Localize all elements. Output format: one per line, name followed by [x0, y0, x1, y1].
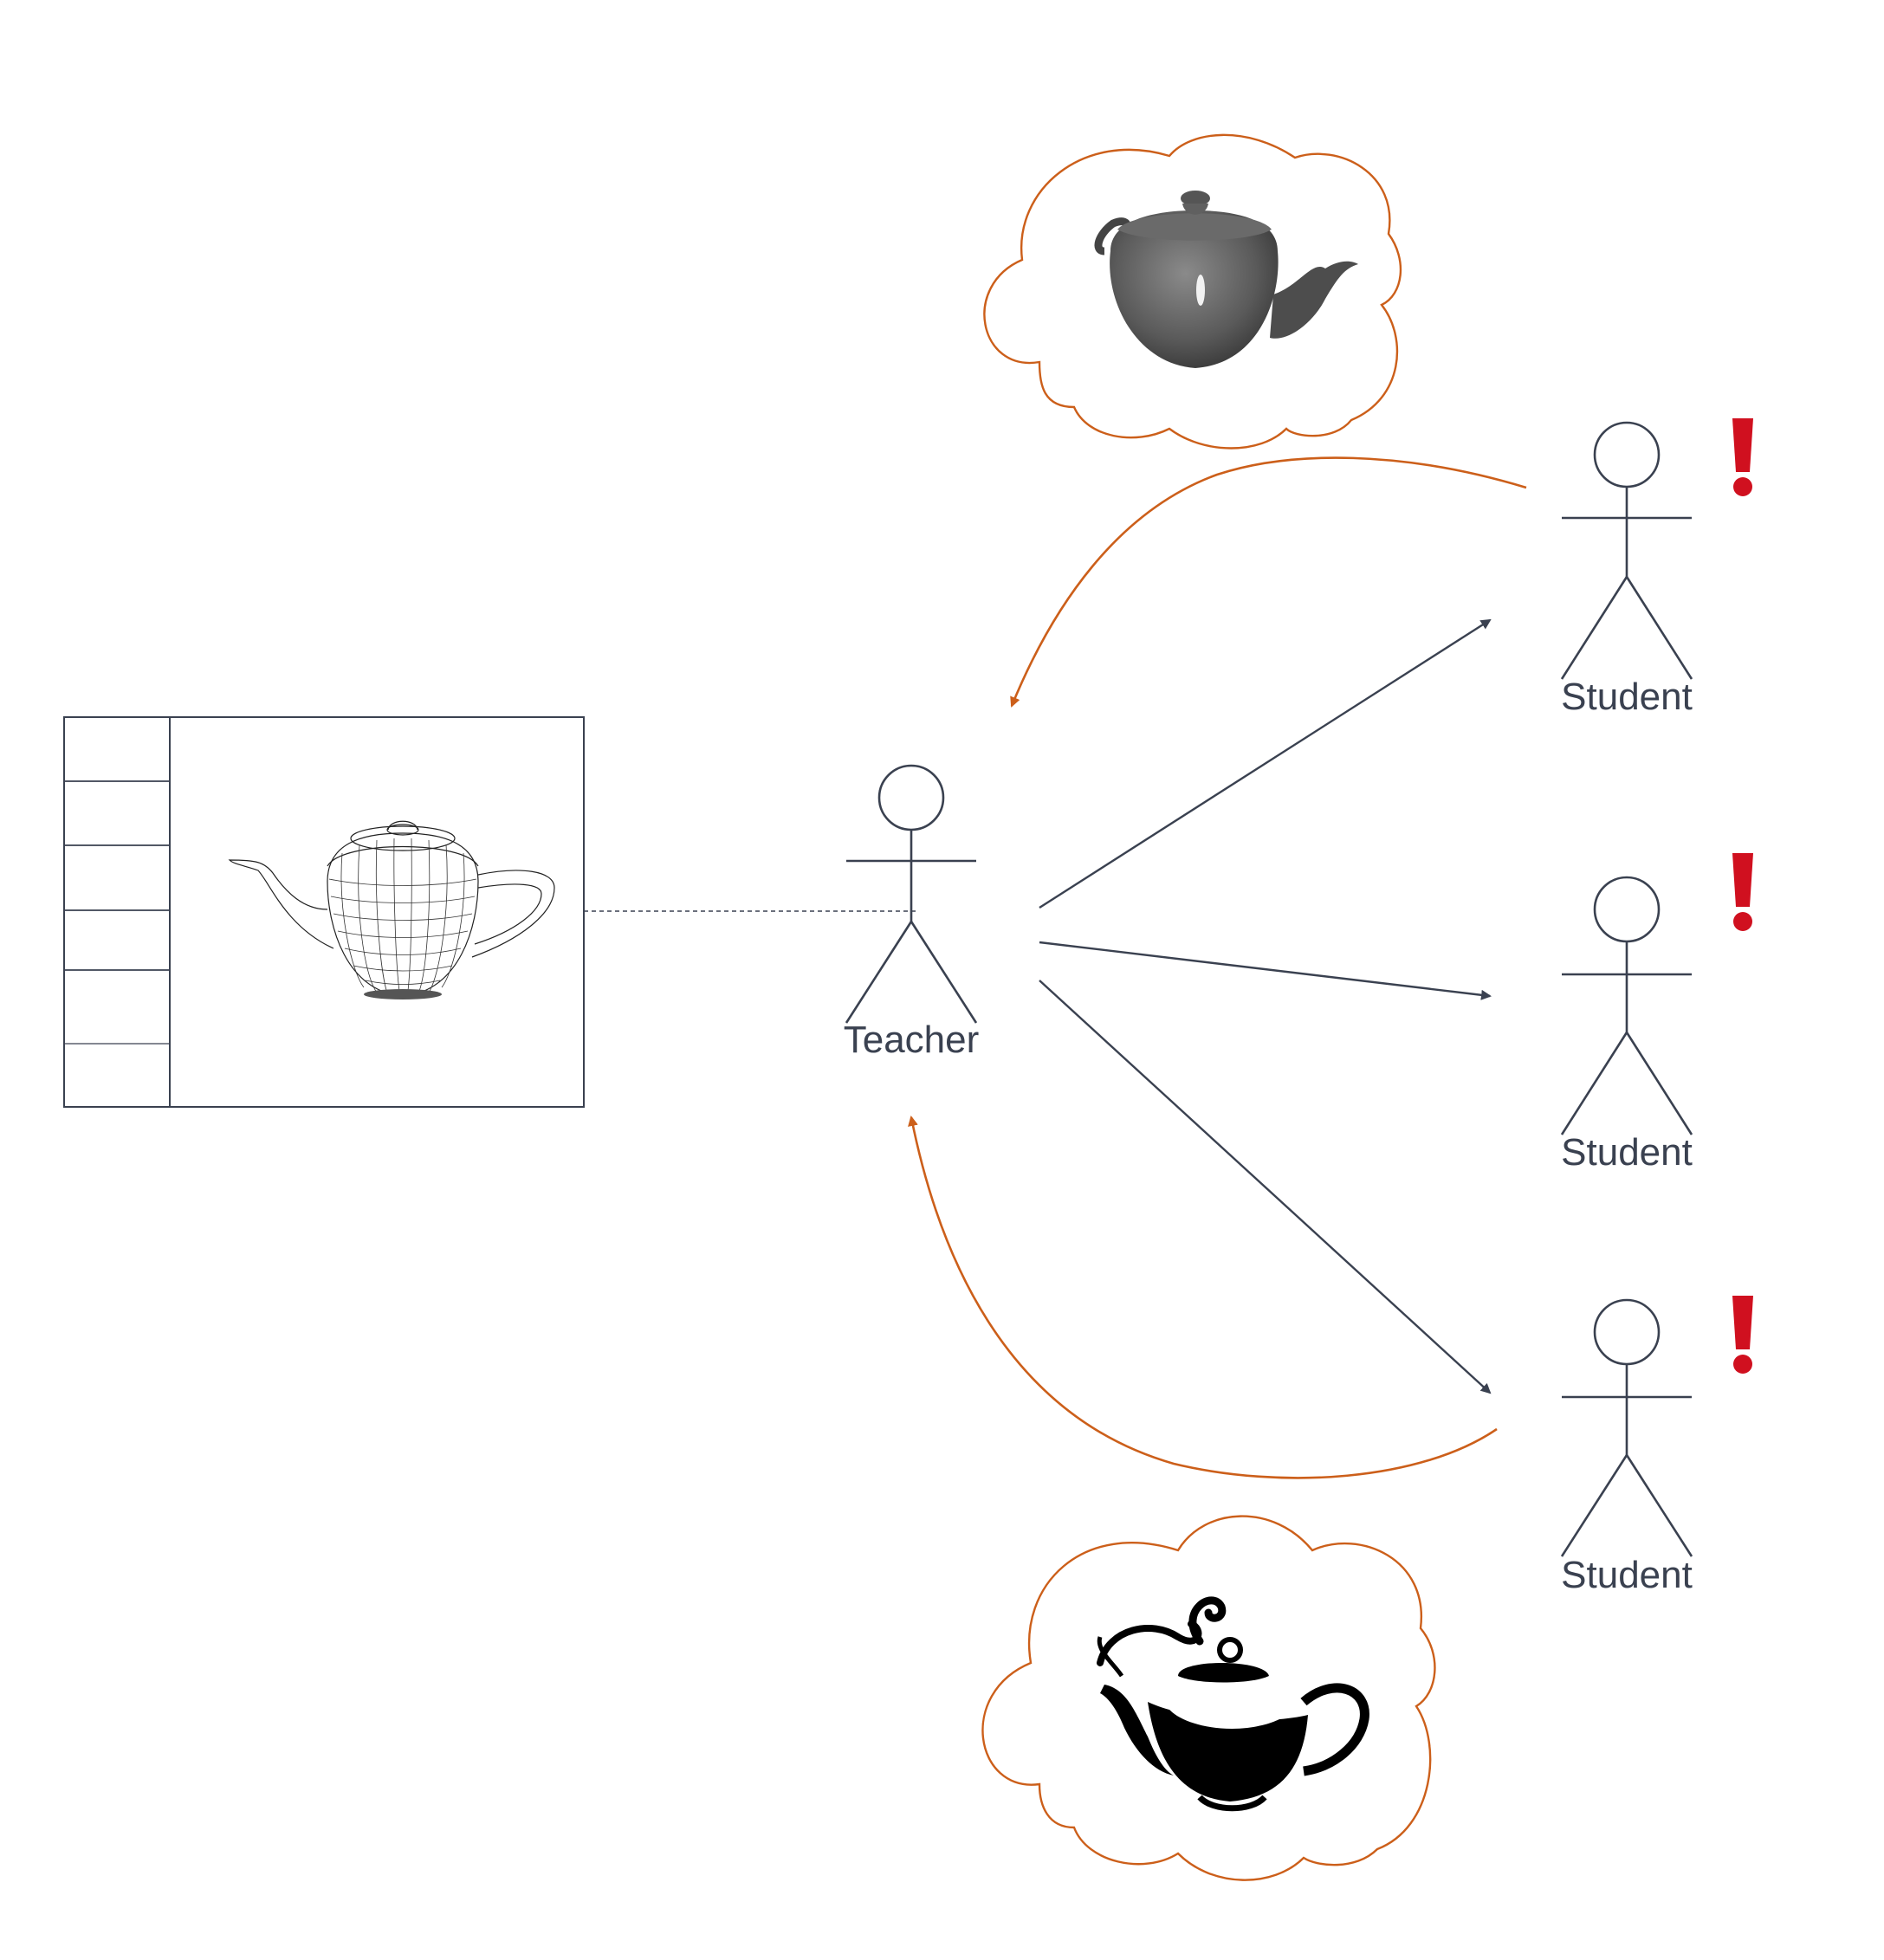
- student-actor-1: Student: [1560, 421, 1693, 718]
- svg-text:!: !: [0, 0, 1, 1]
- feedback-arrow-student-3: [908, 1116, 1498, 1479]
- student-label-3: Student: [1561, 1554, 1693, 1596]
- student-actor-2: Student: [1560, 876, 1693, 1174]
- exclamation-icon: !: [0, 0, 1753, 496]
- student-actor-3: Student: [1560, 1298, 1693, 1596]
- document-panel: [63, 716, 585, 1108]
- thought-cloud-top: [983, 133, 1402, 450]
- thought-cloud-bottom: [981, 1515, 1436, 1881]
- arrow-teacher-to-student-3: [1039, 980, 1492, 1394]
- arrow-teacher-to-student-1: [1039, 618, 1492, 909]
- student-label-2: Student: [1561, 1131, 1693, 1174]
- shaded-teapot-icon: [1094, 191, 1358, 368]
- exclamation-icon: !: [0, 0, 1753, 931]
- feedback-arrow-student-1: [1010, 456, 1527, 708]
- arrow-teacher-to-student-2: [1039, 941, 1492, 1000]
- exclamation-icon: !: [0, 0, 1753, 1374]
- ornamental-teapot-icon: [1097, 1596, 1369, 1812]
- svg-text:!: !: [0, 0, 1, 1]
- teacher-label: Teacher: [844, 1019, 980, 1061]
- wireframe-teapot-icon: [228, 820, 555, 999]
- teacher-actor: Teacher: [844, 764, 980, 1061]
- document-index-rows: [64, 780, 170, 1045]
- student-label-1: Student: [1561, 676, 1693, 718]
- svg-text:!: !: [0, 0, 1, 1]
